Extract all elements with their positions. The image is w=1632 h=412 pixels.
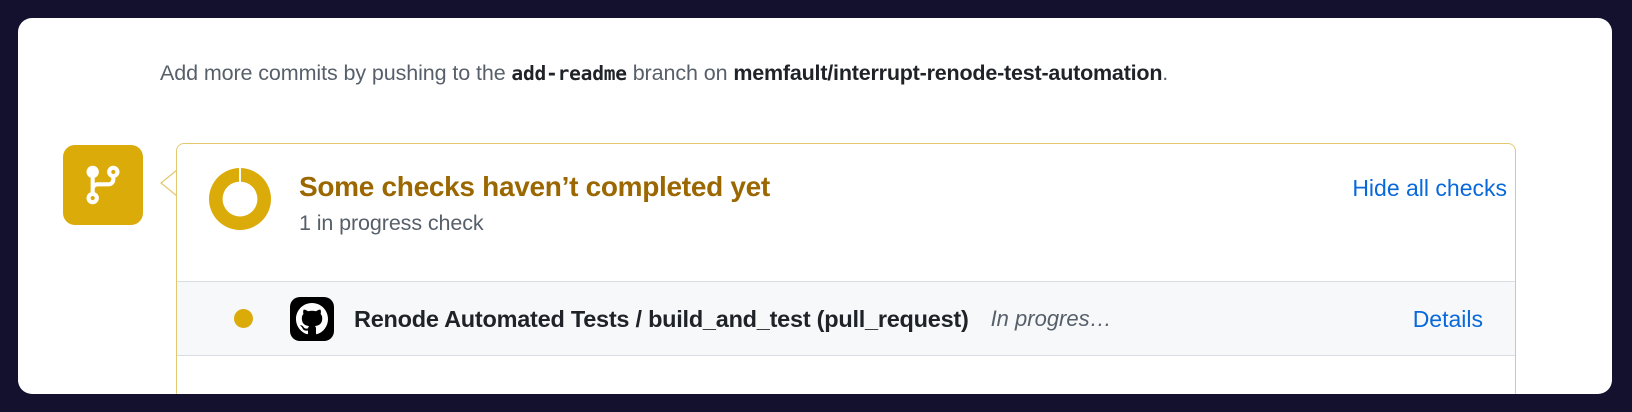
check-status-text: In progres… — [990, 305, 1112, 331]
commits-notice-lead: Add more commits by pushing to the — [160, 61, 512, 85]
checks-box-footer — [177, 355, 1515, 394]
checks-header-text: Some checks haven’t completed yet 1 in p… — [299, 166, 770, 238]
bubble-arrow-fill — [162, 170, 178, 196]
checks-header: Some checks haven’t completed yet 1 in p… — [177, 144, 1515, 281]
git-branch-icon — [81, 163, 125, 207]
in-progress-dot-icon — [234, 309, 253, 328]
check-details-link[interactable]: Details — [1412, 305, 1483, 332]
github-octocat-icon — [290, 296, 334, 341]
repository-name: memfault/interrupt-renode-test-automatio… — [733, 61, 1163, 85]
hide-all-checks-link[interactable]: Hide all checks — [1352, 175, 1507, 201]
checks-title: Some checks haven’t completed yet — [299, 171, 770, 202]
check-row[interactable]: Renode Automated Tests / build_and_test … — [177, 281, 1515, 355]
timeline-badge — [63, 145, 143, 225]
checks-subtitle: 1 in progress check — [299, 211, 484, 235]
add-more-commits-notice: Add more commits by pushing to the add‐r… — [160, 58, 1168, 89]
checks-status-box: Some checks haven’t completed yet 1 in p… — [176, 143, 1516, 394]
page-card: Add more commits by pushing to the add‐r… — [18, 18, 1612, 394]
commits-notice-middle: branch on — [626, 61, 734, 85]
branch-name: add‐readme — [511, 62, 627, 85]
in-progress-spinner-icon — [209, 168, 271, 230]
check-name: Renode Automated Tests / build_and_test … — [354, 305, 969, 332]
commits-notice-trailing: . — [1162, 61, 1169, 85]
